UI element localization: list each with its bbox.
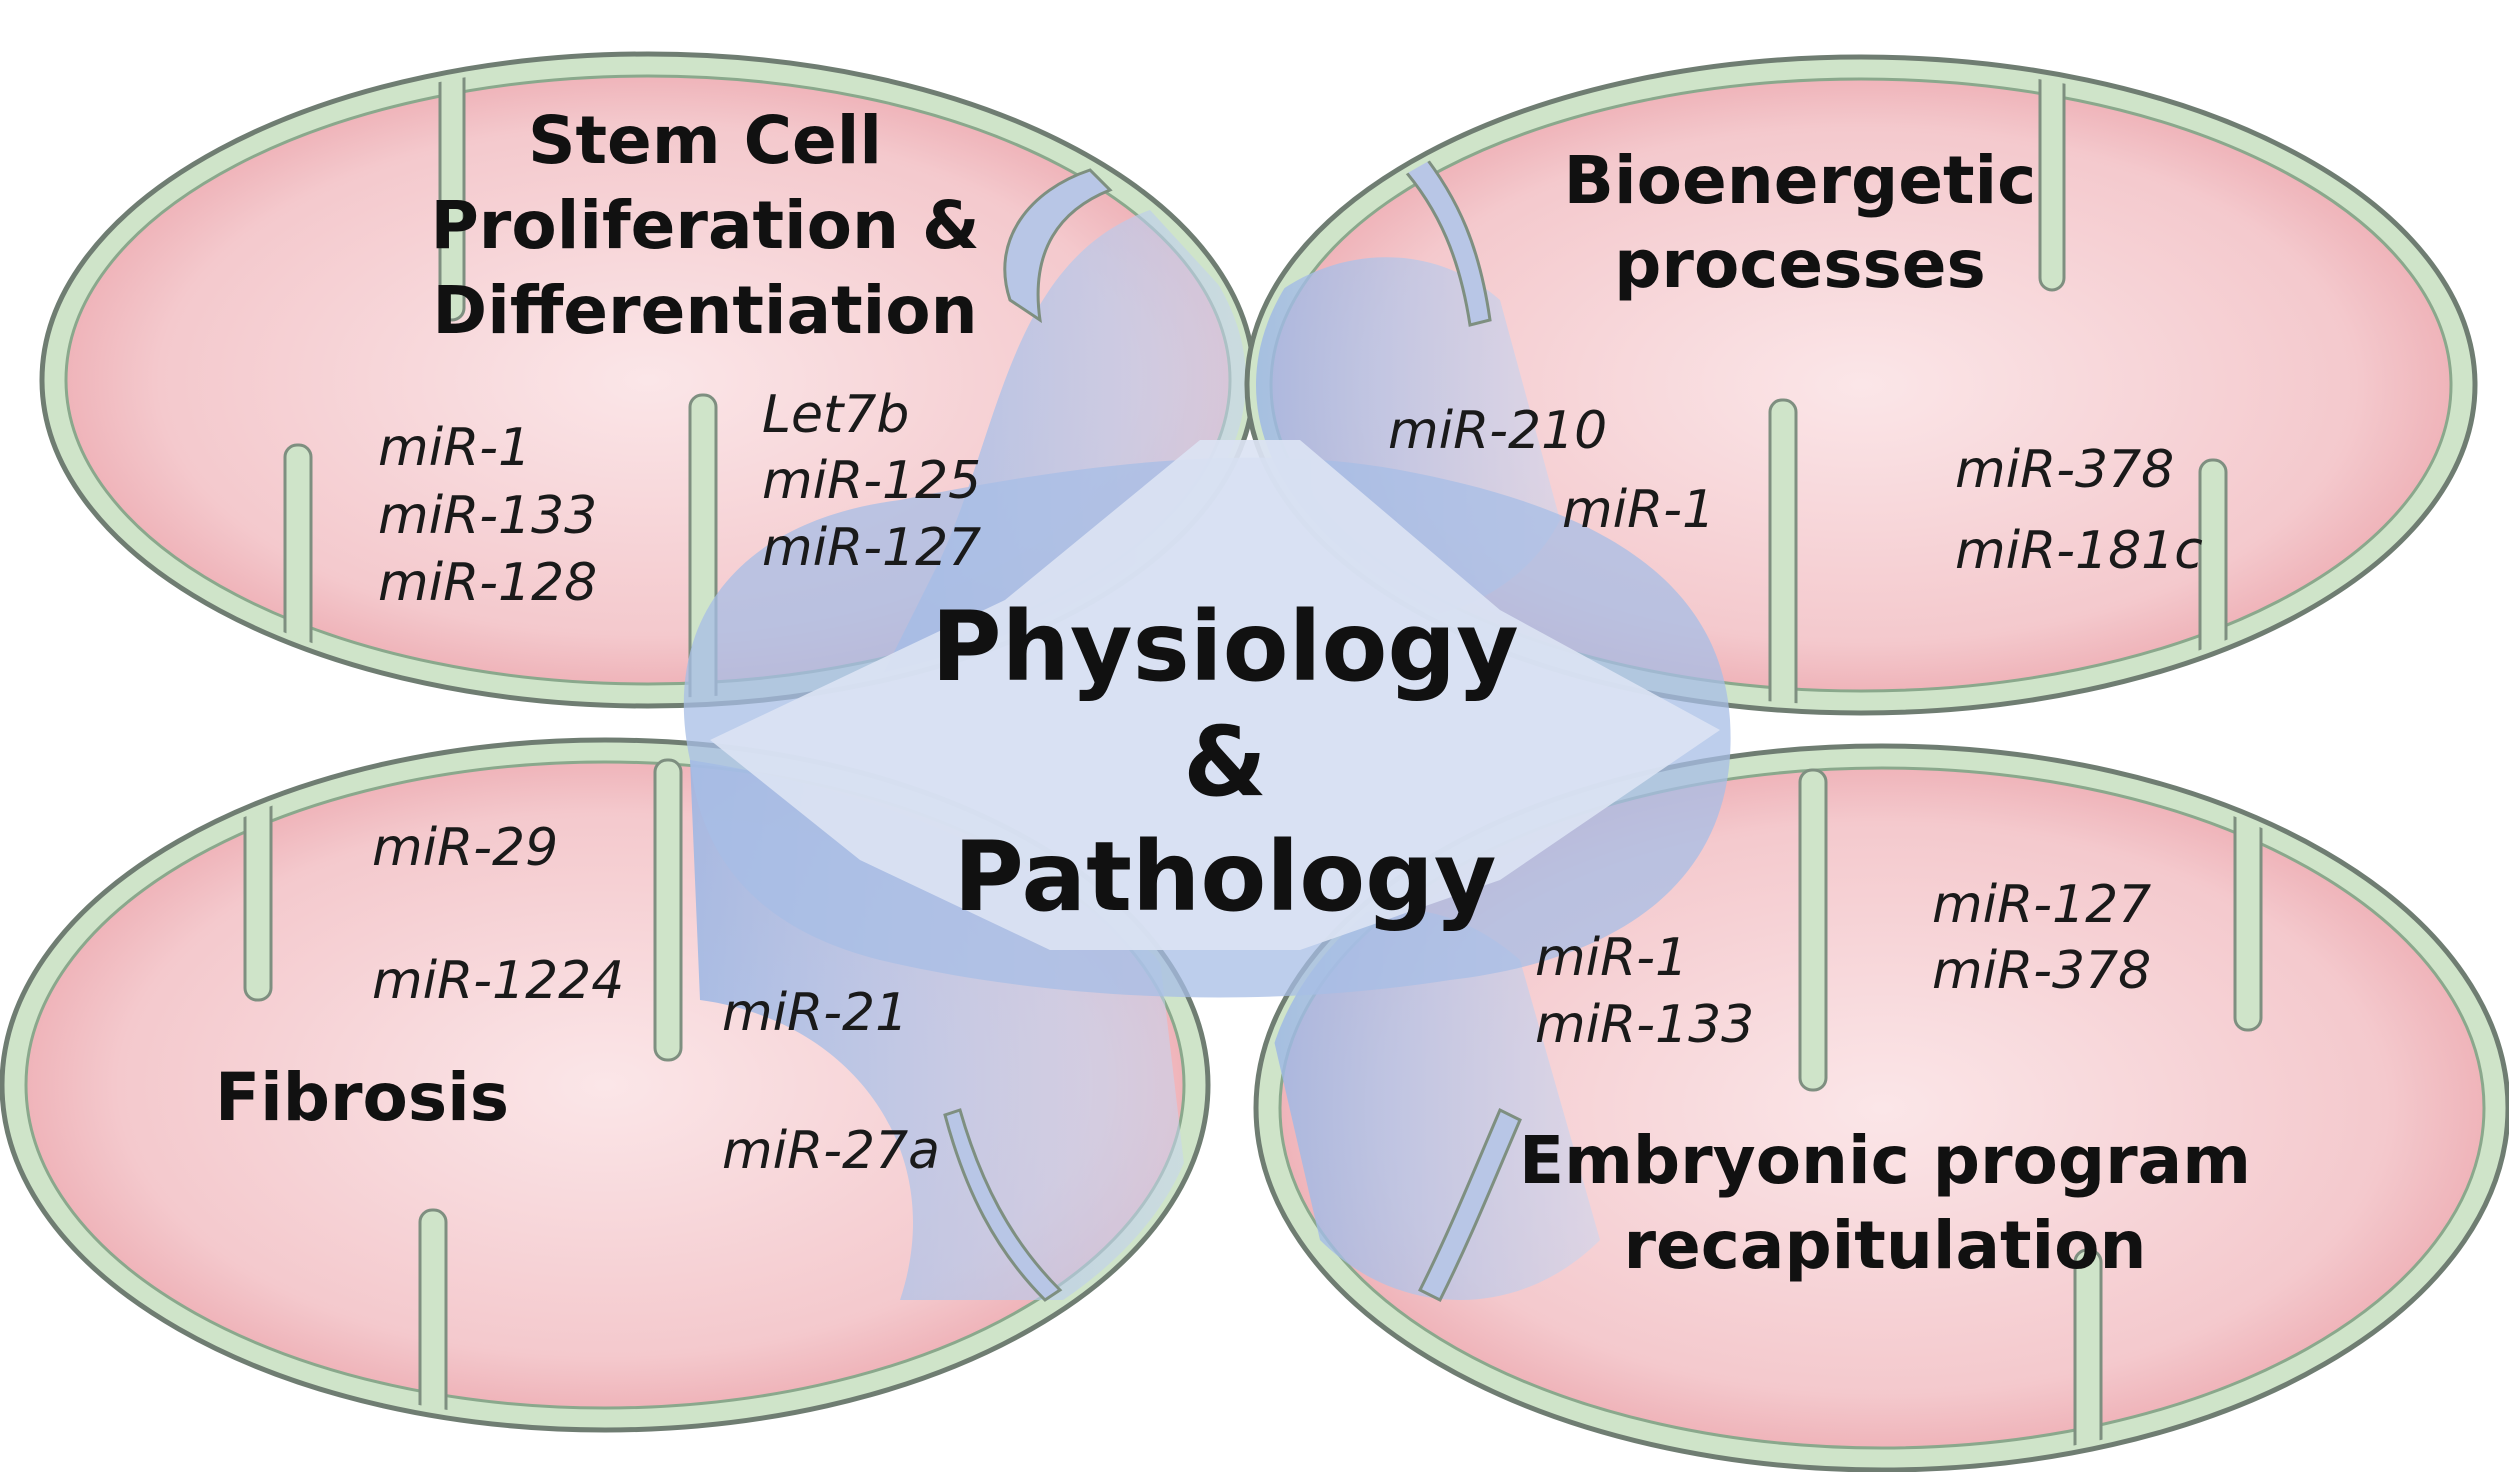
mir-label: miR-133: [378, 486, 597, 546]
mir-label: miR-210: [1388, 401, 1607, 461]
mir-label: miR-29: [372, 818, 558, 878]
fibrosis-title: Fibrosis: [215, 1059, 509, 1136]
center-title-line2: &: [1183, 706, 1267, 818]
bioenergetic-title-line1: Bioenergetic: [1564, 142, 2037, 219]
mir-label: miR-127: [1932, 875, 2151, 935]
mir-label: miR-1224: [372, 951, 624, 1011]
mir-label: miR-125: [762, 451, 981, 511]
mir-label: miR-1: [1562, 480, 1715, 540]
bottom-right-labels: Embryonic program recapitulation miR-1 m…: [1519, 875, 2251, 1284]
mir-label: miR-128: [378, 553, 597, 613]
center-title-line3: Pathology: [954, 821, 1497, 933]
mir-label: miR-133: [1535, 995, 1754, 1055]
mir-label: miR-378: [1955, 440, 2174, 500]
stem-cell-title-line1: Stem Cell: [528, 102, 882, 179]
center-title-line1: Physiology: [931, 591, 1518, 703]
mir-label: miR-1: [378, 418, 531, 478]
stem-cell-title-line3: Differentiation: [432, 272, 977, 349]
mir-label: miR-127: [762, 518, 981, 578]
bioenergetic-title-line2: processes: [1614, 226, 1986, 303]
bottom-left-labels: Fibrosis miR-29 miR-1224 miR-21 miR-27a: [215, 818, 940, 1181]
top-right-labels: Bioenergetic processes miR-210 miR-1 miR…: [1388, 142, 2203, 581]
center-hub: [683, 440, 1731, 998]
top-left-labels: Stem Cell Proliferation & Differentiatio…: [378, 102, 981, 613]
mir-label: miR-1: [1535, 928, 1688, 988]
mir-label: miR-181c: [1955, 521, 2203, 581]
embryonic-title-line2: recapitulation: [1623, 1207, 2146, 1284]
center-labels: Physiology & Pathology: [931, 591, 1518, 933]
mir-label: miR-27a: [722, 1121, 940, 1181]
center-hexagon: [710, 440, 1720, 950]
mir-label: miR-378: [1932, 941, 2151, 1001]
stem-cell-title-line2: Proliferation &: [430, 187, 979, 264]
embryonic-title-line1: Embryonic program: [1519, 1122, 2251, 1199]
mir-label: Let7b: [762, 385, 909, 445]
mir-label: miR-21: [722, 983, 908, 1043]
